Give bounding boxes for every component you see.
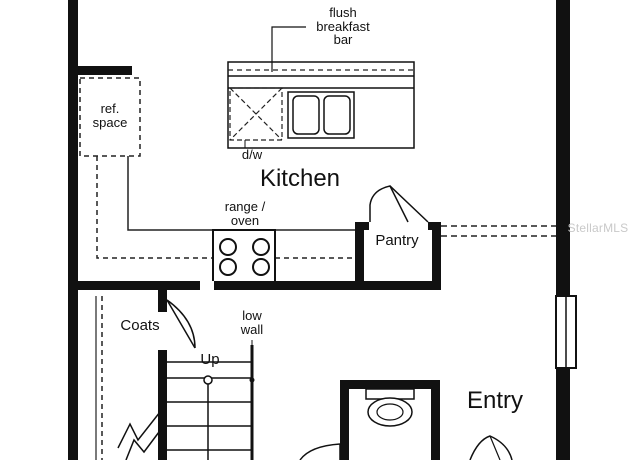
range-oven (212, 229, 276, 283)
note-breakfast-bar-line-2: breakfast (316, 18, 370, 34)
staircase (117, 340, 255, 460)
note-ref-space-line-2: space (92, 114, 128, 130)
coat-closet (95, 290, 196, 460)
note-dishwasher: d/w (241, 147, 263, 162)
ref-space-outline (79, 77, 141, 157)
wall-stub-ref (78, 66, 132, 75)
note-range-oven-line-2: oven (230, 212, 260, 228)
room-label-kitchen: Kitchen (259, 165, 341, 192)
note-low-wall: low wall (230, 309, 274, 336)
room-label-pantry: Pantry (375, 232, 419, 249)
note-range-oven: range / oven (212, 200, 278, 227)
note-range-oven-line-1: range / (224, 199, 266, 214)
leader-breakfast-bar (271, 26, 306, 72)
note-breakfast-bar-line-1: flush (329, 5, 357, 20)
exterior-wall-left (68, 0, 78, 460)
note-low-wall-line-2: wall (240, 321, 264, 337)
kitchen-island (227, 61, 415, 149)
pantry (355, 185, 441, 290)
room-label-entry: Entry (466, 387, 523, 414)
note-breakfast-bar-line-3: bar (333, 32, 353, 48)
counter-dashed-back (96, 156, 213, 259)
note-low-wall-line-1: low (242, 308, 262, 323)
note-breakfast-bar: flush breakfast bar (306, 6, 380, 47)
interior-wall-kitchen-south (70, 281, 360, 290)
room-label-coats: Coats (120, 317, 160, 334)
note-ref-space-line-1: ref. (100, 101, 120, 116)
counter-front-edge (127, 156, 355, 231)
watermark: StellarMLS (567, 221, 629, 235)
powder-room (299, 380, 440, 460)
note-ref-space: ref. space (84, 102, 136, 129)
note-stairs-up: Up (200, 351, 220, 368)
